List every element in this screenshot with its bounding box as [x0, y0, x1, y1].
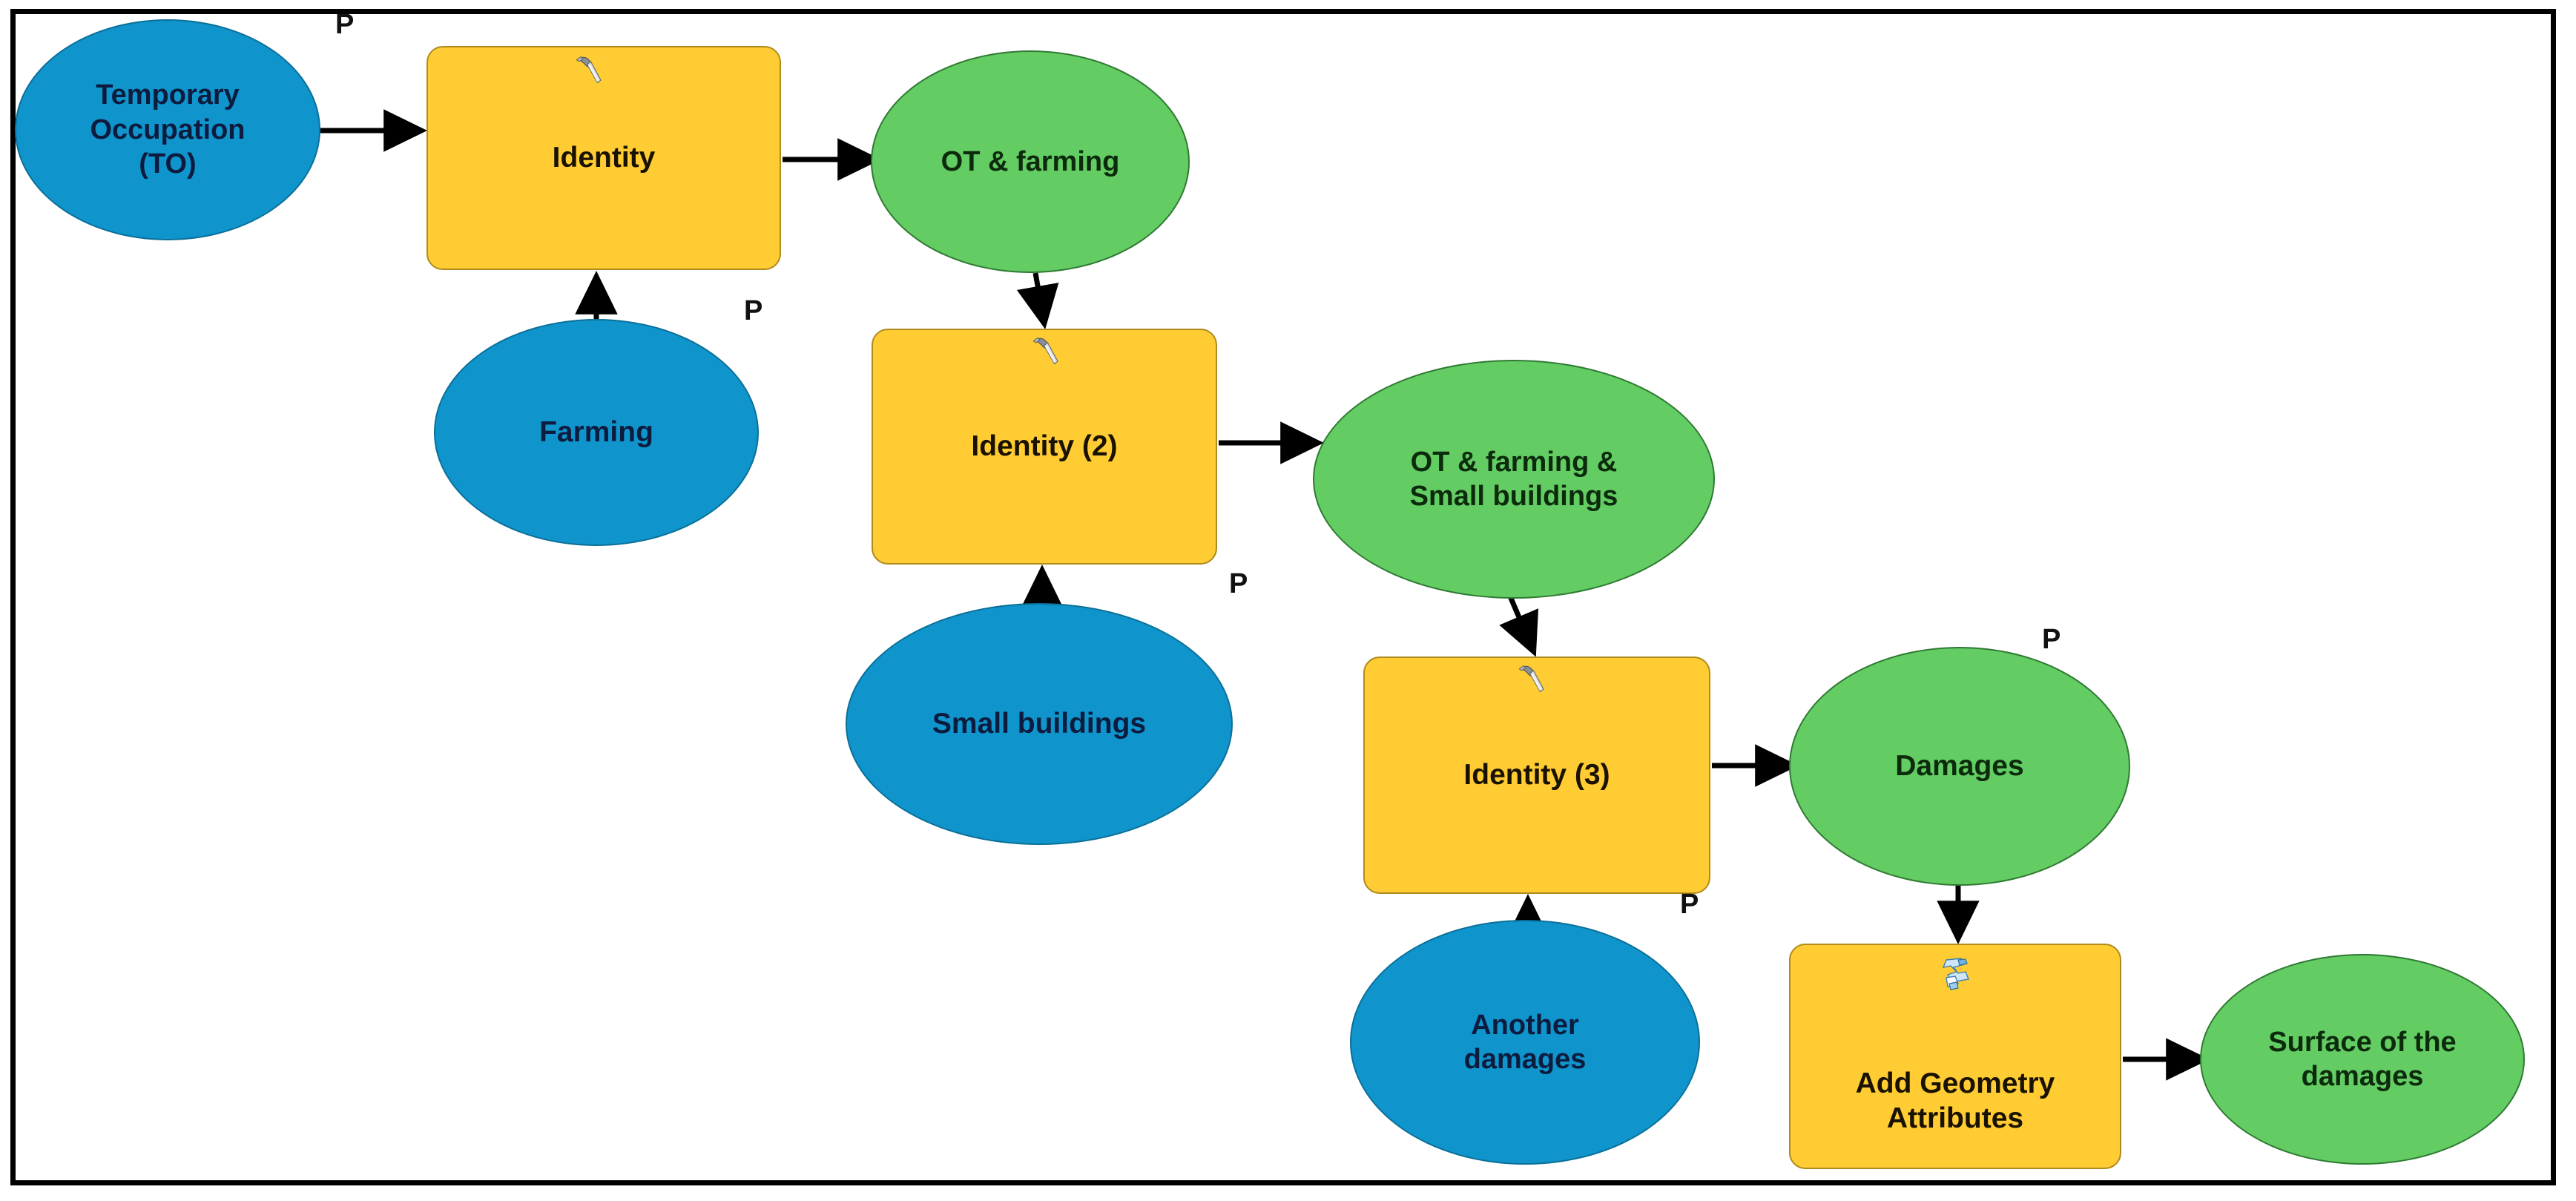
parameter-label-farming: P [744, 295, 763, 326]
node-damages[interactable]: Damages [1789, 647, 2130, 886]
node-label: Surface of the damages [2268, 1026, 2457, 1092]
arrow-ot-farming-to-identity-2 [1016, 272, 1059, 329]
parameter-label-temporary-occupation: P [335, 9, 355, 40]
node-add-geometry-attributes[interactable]: Add Geometry Attributes [1789, 944, 2121, 1169]
hammer-tool-icon [1518, 665, 1544, 693]
node-label: Farming [539, 416, 653, 449]
hammer-tool-icon [1032, 337, 1058, 365]
hammer-tool-icon [576, 56, 602, 84]
node-label: Identity (2) [971, 430, 1118, 463]
node-temporary-occupation[interactable]: Temporary Occupation (TO) [15, 19, 320, 240]
node-identity-1[interactable]: Identity [426, 46, 781, 270]
node-label: Small buildings [932, 708, 1147, 740]
parameter-label-damages: P [2042, 624, 2061, 655]
node-ot-farming[interactable]: OT & farming [871, 50, 1190, 273]
node-label: Another damages [1463, 1009, 1587, 1075]
node-label: Damages [1895, 750, 2024, 783]
node-label: Temporary Occupation (TO) [90, 79, 246, 180]
node-identity-2[interactable]: Identity (2) [872, 329, 1217, 565]
node-small-buildings[interactable]: Small buildings [846, 603, 1233, 845]
node-label: OT & farming [941, 145, 1120, 177]
parameter-label-small-buildings: P [1229, 568, 1248, 599]
node-another-damages[interactable]: Another damages [1350, 920, 1700, 1165]
parameter-label-another-damages: P [1680, 889, 1699, 920]
node-label: OT & farming & Small buildings [1409, 446, 1618, 512]
geometry-attributes-icon [1942, 958, 1969, 990]
node-ot-farming-small-buildings[interactable]: OT & farming & Small buildings [1313, 360, 1715, 599]
node-label: Add Geometry Attributes [1855, 1067, 2055, 1135]
node-label: Identity [552, 142, 656, 174]
arrow-ot-farming-small-buildings-to-identity-3 [1499, 595, 1539, 657]
node-identity-3[interactable]: Identity (3) [1363, 657, 1710, 894]
node-farming[interactable]: Farming [434, 319, 759, 546]
node-surface-of-the-damages[interactable]: Surface of the damages [2200, 954, 2525, 1165]
node-label: Identity (3) [1463, 759, 1610, 792]
